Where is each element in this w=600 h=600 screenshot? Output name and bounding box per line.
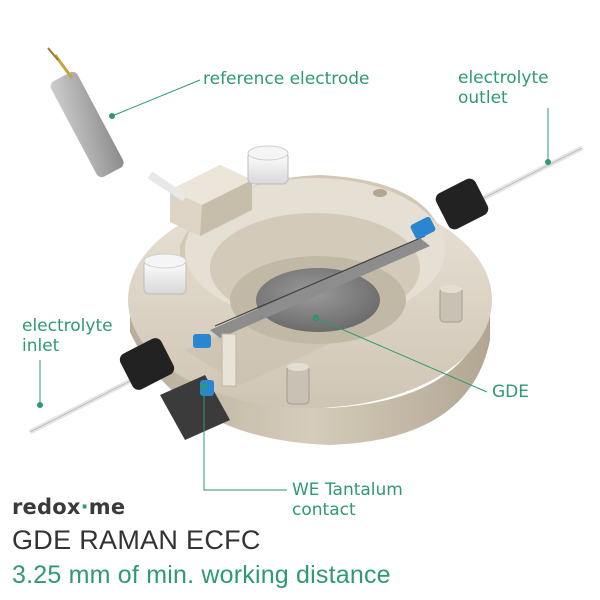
leader-lines [37, 79, 551, 491]
leader-we [203, 386, 287, 491]
guide-pin-right [439, 285, 463, 323]
brand-dot: · [80, 495, 89, 519]
reference-block [170, 165, 252, 236]
label-electrolyte-outlet: electrolyte outlet [458, 68, 549, 108]
brand-logo: redox·me [12, 495, 125, 519]
screw-knob-left [143, 253, 187, 295]
flow-channel [210, 235, 430, 338]
product-subtitle: 3.25 mm of min. working distance [12, 561, 391, 589]
label-we-contact: WE Tantalum contact [292, 480, 403, 520]
screw-knob-top [247, 145, 289, 185]
mount-hole [373, 189, 387, 197]
leader-gde [315, 317, 488, 393]
brand-part-2: me [88, 495, 126, 519]
reference-electrode [47, 47, 188, 202]
we-contact-block [160, 333, 237, 440]
brand-part-1: redox [12, 495, 81, 519]
product-title: GDE RAMAN ECFC [12, 525, 261, 555]
inlet-fitting [28, 334, 211, 435]
guide-pin-front [286, 363, 310, 405]
label-reference-electrode: reference electrode [203, 69, 370, 89]
label-electrolyte-inlet: electrolyte inlet [22, 316, 113, 356]
label-gde: GDE [492, 382, 530, 402]
gde-window [230, 256, 406, 344]
outlet-fitting [410, 145, 584, 240]
leader-reference [111, 79, 201, 117]
